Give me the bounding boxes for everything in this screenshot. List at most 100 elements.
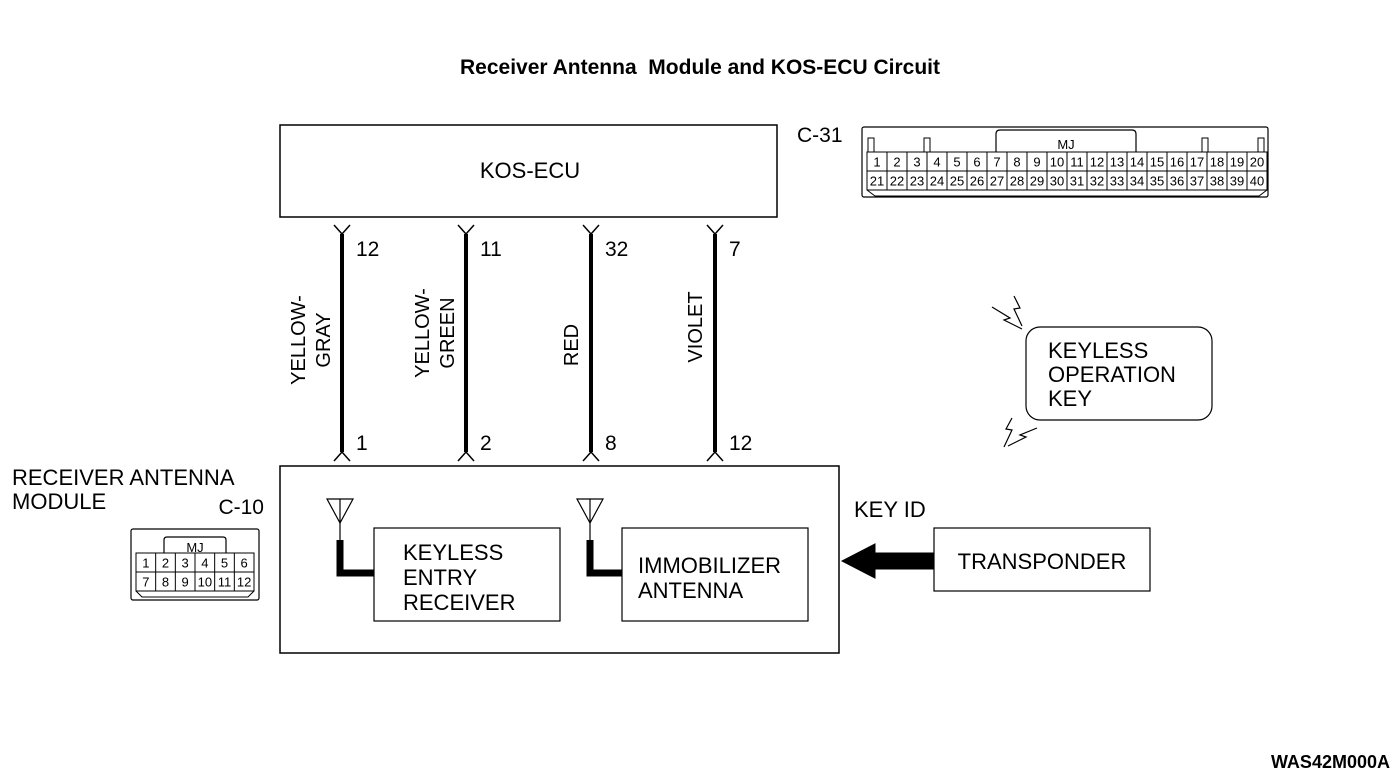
ecu-connector-pin-17: 17 <box>1190 155 1204 170</box>
ecu-connector-pin-3: 3 <box>913 155 920 170</box>
module-connector-pin-1: 1 <box>142 556 149 571</box>
module-connector-tag: MJ <box>186 540 203 555</box>
ecu-connector-pin-23: 23 <box>910 174 924 189</box>
ecu-connector-pin-36: 36 <box>1170 174 1184 189</box>
ecu-connector-pin-10: 10 <box>1050 155 1064 170</box>
immobilizer-antenna-line1: IMMOBILIZER <box>638 553 781 578</box>
keyless-operation-key-box <box>1025 326 1213 421</box>
ecu-connector-pin-29: 29 <box>1030 174 1044 189</box>
figure-code: WAS42M000A <box>1271 752 1390 772</box>
ecu-connector-pin-24: 24 <box>930 174 944 189</box>
key-id-label: KEY ID <box>854 497 926 522</box>
ecu-connector-pin-13: 13 <box>1110 155 1124 170</box>
wire-3-bottom-pin: 8 <box>605 432 617 455</box>
module-connector-pin-8: 8 <box>162 575 169 590</box>
ecu-connector-tag: MJ <box>1057 137 1074 152</box>
ecu-connector-pin-14: 14 <box>1130 155 1144 170</box>
ecu-connector-pin-40: 40 <box>1250 174 1264 189</box>
wire-3-color-line1: RED <box>561 324 583 366</box>
ecu-connector-pin-1: 1 <box>873 155 880 170</box>
ecu-connector-pin-20: 20 <box>1250 155 1264 170</box>
transponder-label: TRANSPONDER <box>958 549 1127 574</box>
wire-1-color-line2: GRAY <box>313 312 335 367</box>
ecu-connector-pin-9: 9 <box>1033 155 1040 170</box>
wire-2-top-pin: 11 <box>480 238 502 261</box>
ecu-connector-pin-5: 5 <box>953 155 960 170</box>
ecu-connector-pin-11: 11 <box>1070 155 1084 170</box>
immobilizer-antenna-box <box>621 527 809 622</box>
ecu-connector-pin-2: 2 <box>893 155 900 170</box>
key-id-arrow-icon <box>840 543 935 579</box>
wire-4: 7 12 VIOLET <box>685 224 752 462</box>
keyless-operation-key-line3: KEY <box>1048 386 1092 411</box>
ecu-connector-pin-26: 26 <box>970 174 984 189</box>
radio-signal-icon-upper <box>991 295 1023 330</box>
wire-1: 12 1 YELLOW- GRAY <box>288 224 379 462</box>
ecu-connector-pin-12: 12 <box>1090 155 1104 170</box>
keyless-operation-key-line2: OPERATION <box>1048 362 1176 387</box>
ecu-connector-pin-34: 34 <box>1130 174 1144 189</box>
wire-4-top-pin: 7 <box>729 238 741 261</box>
module-connector-pin-5: 5 <box>221 556 228 571</box>
ecu-connector-pin-33: 33 <box>1110 174 1124 189</box>
radio-signal-icon-lower <box>1003 417 1038 448</box>
transponder-box <box>933 527 1151 592</box>
ecu-connector-id: C-31 <box>797 124 843 147</box>
ecu-connector-pin-39: 39 <box>1230 174 1244 189</box>
diagram-title: Receiver Antenna Module and KOS-ECU Circ… <box>460 56 940 79</box>
module-label-line2: MODULE <box>12 489 106 514</box>
ecu-connector-pin-30: 30 <box>1050 174 1064 189</box>
wire-1-bottom-pin: 1 <box>356 432 368 455</box>
ecu-connector-pin-16: 16 <box>1170 155 1184 170</box>
wire-2: 11 2 YELLOW- GREEN <box>412 224 502 462</box>
ecu-connector-pin-25: 25 <box>950 174 964 189</box>
keyless-entry-receiver-line1: KEYLESS <box>403 540 503 565</box>
ecu-connector-pin-35: 35 <box>1150 174 1164 189</box>
ecu-connector-pin-19: 19 <box>1230 155 1244 170</box>
module-connector-pin-4: 4 <box>201 556 208 571</box>
kos-ecu-box <box>279 124 778 218</box>
ecu-connector-pin-15: 15 <box>1150 155 1164 170</box>
wire-3: 32 8 RED <box>561 224 628 462</box>
keyless-antenna-icon <box>325 498 374 577</box>
ecu-connector-pin-8: 8 <box>1013 155 1020 170</box>
ecu-connector-pin-38: 38 <box>1210 174 1224 189</box>
module-connector-pin-10: 10 <box>198 575 212 590</box>
module-label-line1: RECEIVER ANTENNA <box>12 465 235 490</box>
ecu-connector-pin-31: 31 <box>1070 174 1084 189</box>
wire-2-color-line2: GREEN <box>437 297 459 368</box>
ecu-connector-pin-18: 18 <box>1210 155 1224 170</box>
receiver-antenna-module-box <box>279 465 840 654</box>
ecu-connector-pin-32: 32 <box>1090 174 1104 189</box>
wire-1-color-line1: YELLOW- <box>288 295 310 385</box>
ecu-connector-pin-22: 22 <box>890 174 904 189</box>
wire-1-top-pin: 12 <box>356 238 379 261</box>
module-connector-pin-2: 2 <box>162 556 169 571</box>
ecu-connector-pin-4: 4 <box>933 155 940 170</box>
ecu-connector-pin-6: 6 <box>973 155 980 170</box>
module-connector-pin-6: 6 <box>241 556 248 571</box>
kos-ecu-label: KOS-ECU <box>480 158 580 183</box>
wire-3-top-pin: 32 <box>605 238 628 261</box>
ecu-connector-pin-28: 28 <box>1010 174 1024 189</box>
module-connector-pin-7: 7 <box>142 575 149 590</box>
keyless-entry-receiver-box <box>373 527 561 622</box>
keyless-operation-key-line1: KEYLESS <box>1048 338 1148 363</box>
wire-4-color-line1: VIOLET <box>685 291 707 362</box>
module-connector-pin-11: 11 <box>218 575 232 590</box>
module-connector-pin-3: 3 <box>182 556 189 571</box>
immobilizer-antenna-line2: ANTENNA <box>638 578 743 603</box>
wire-2-color-line1: YELLOW- <box>412 288 434 378</box>
module-connector-pin-12: 12 <box>237 575 251 590</box>
wire-2-bottom-pin: 2 <box>480 432 492 455</box>
ecu-connector-pin-37: 37 <box>1190 174 1204 189</box>
ecu-connector-pin-21: 21 <box>870 174 884 189</box>
keyless-entry-receiver-line3: RECEIVER <box>403 590 515 615</box>
ecu-connector-pin-7: 7 <box>993 155 1000 170</box>
wire-4-bottom-pin: 12 <box>729 432 752 455</box>
immobilizer-antenna-icon <box>575 498 622 577</box>
ecu-connector-pin-27: 27 <box>990 174 1004 189</box>
module-connector-pin-9: 9 <box>182 575 189 590</box>
